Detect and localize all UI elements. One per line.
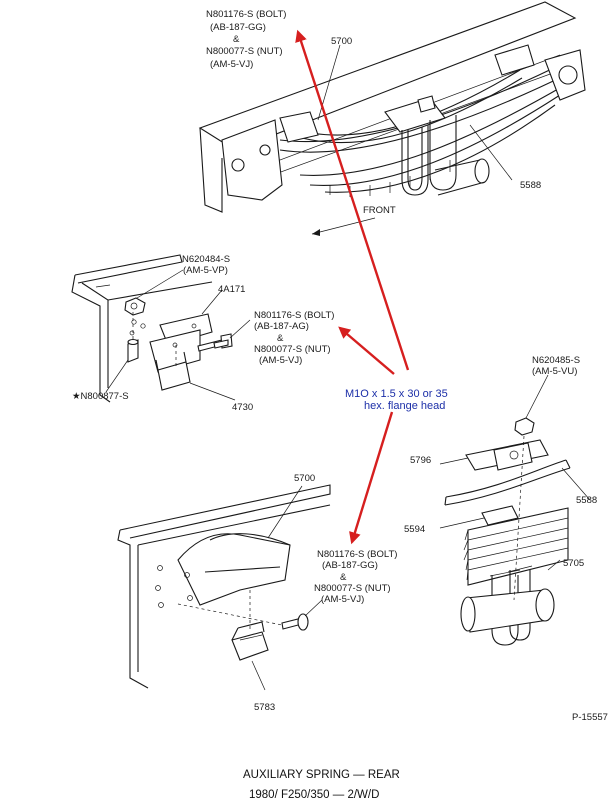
top-bolt-nut-line-3: & bbox=[233, 34, 240, 45]
annotation-arrows bbox=[295, 29, 410, 545]
bottom-bolt-nut-line-4: N800077-S (NUT) bbox=[314, 583, 391, 594]
top-part-5588-label: 5588 bbox=[520, 180, 541, 191]
right-part-5705-label: 5705 bbox=[563, 558, 584, 569]
bottom-bolt-nut-line-1: N801176-S (BOLT) bbox=[317, 549, 397, 560]
caption-line-2: 1980/ F250/350 — 2/W/D bbox=[249, 789, 379, 801]
bottom-bolt-nut-line-5: (AM-5-VJ) bbox=[321, 594, 364, 605]
right-part-5594-label: 5594 bbox=[404, 524, 425, 535]
bracket-bolt-nut-line-1: N801176-S (BOLT) bbox=[254, 310, 334, 321]
top-bolt-nut-line-2: (AB-187-GG) bbox=[210, 22, 266, 33]
figure-number: P-15557 bbox=[572, 712, 608, 723]
arrow-to-bottom-bolt bbox=[349, 411, 394, 545]
bracket-bolt-nut-line-2: (AB-187-AG) bbox=[254, 321, 309, 332]
top-bolt-nut-line-1: N801176-S (BOLT) bbox=[206, 9, 286, 20]
bracket-part-4a171-label: 4A171 bbox=[218, 284, 245, 295]
arrow-to-bracket-bolt bbox=[338, 326, 395, 375]
top-part-5700-label: 5700 bbox=[331, 36, 352, 47]
right-part-5588-label: 5588 bbox=[576, 495, 597, 506]
right-nut-line-2: (AM-5-VU) bbox=[532, 366, 577, 377]
right-spring-stack-illustration bbox=[439, 374, 591, 646]
right-part-5796-label: 5796 bbox=[410, 455, 431, 466]
annotation-line-2: hex. flange head bbox=[364, 400, 445, 412]
bottom-spring-pad-illustration bbox=[117, 484, 331, 691]
bottom-part-5700-label: 5700 bbox=[294, 473, 315, 484]
bottom-bolt-nut-line-2: (AB-187-GG) bbox=[322, 560, 378, 571]
bracket-nut-line-2: (AM-5-VP) bbox=[183, 265, 228, 276]
bracket-assembly-illustration bbox=[71, 254, 251, 403]
arrow-to-top-bolt bbox=[295, 29, 410, 371]
bracket-part-4730-label: 4730 bbox=[232, 402, 253, 413]
bracket-spacer-label: ★N800877-S bbox=[72, 391, 129, 402]
bottom-bolt-nut-line-3: & bbox=[340, 572, 347, 583]
front-direction-label: FRONT bbox=[363, 205, 396, 216]
bracket-bolt-nut-line-5: (AM-5-VJ) bbox=[259, 355, 302, 366]
bracket-bolt-nut-line-3: & bbox=[277, 333, 284, 344]
bottom-part-5783-label: 5783 bbox=[254, 702, 275, 713]
bracket-bolt-nut-line-4: N800077-S (NUT) bbox=[254, 344, 331, 355]
bracket-nut-line-1: N620484-S bbox=[182, 254, 230, 265]
top-bolt-nut-line-5: (AM-5-VJ) bbox=[210, 59, 253, 70]
caption-line-1: AUXILIARY SPRING — REAR bbox=[243, 769, 400, 781]
top-spring-assembly-illustration bbox=[198, 1, 586, 236]
right-nut-line-1: N620485-S bbox=[532, 355, 580, 366]
top-bolt-nut-line-4: N800077-S (NUT) bbox=[206, 46, 283, 57]
annotation-line-1: M1O x 1.5 x 30 or 35 bbox=[345, 388, 448, 400]
